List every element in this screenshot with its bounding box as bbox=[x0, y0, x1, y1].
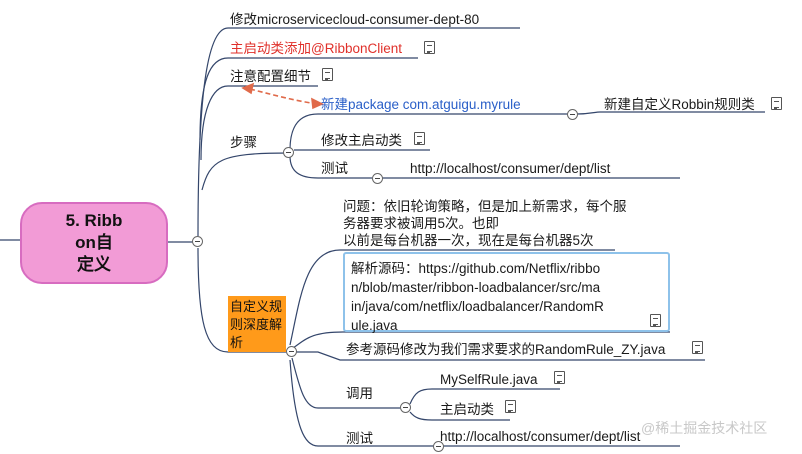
collapse-toggle-new-package[interactable] bbox=[567, 109, 578, 120]
step-test-url[interactable]: http://localhost/consumer/dept/list bbox=[410, 161, 611, 176]
collapse-toggle-deep-dive[interactable] bbox=[286, 346, 297, 357]
connector-source bbox=[292, 331, 670, 349]
deep-dive-invoke[interactable]: 调用 bbox=[346, 386, 373, 401]
connector-deep-dive bbox=[197, 247, 286, 353]
root-label: 5. Ribb on自 定义 bbox=[65, 211, 123, 274]
step-new-package[interactable]: 新建package com.atguigu.myrule bbox=[321, 97, 521, 112]
connector-new-rule bbox=[576, 111, 765, 115]
deep-dive-test-label[interactable]: 测试 bbox=[346, 431, 373, 446]
connector-myselfrule bbox=[409, 388, 560, 405]
note-icon[interactable] bbox=[650, 314, 661, 327]
branch-modify-module[interactable]: 修改microservicecloud-consumer-dept-80 bbox=[230, 12, 480, 27]
connector-modify bbox=[197, 27, 520, 237]
problem-text: 问题：依旧轮询策略，但是加上新需求，每个服 务器要求被调用5次。也即 以前是每台… bbox=[343, 199, 627, 248]
branch-steps[interactable]: 步骤 bbox=[230, 135, 257, 150]
dashed-arrow bbox=[249, 88, 319, 105]
connector-problem bbox=[289, 249, 615, 346]
connector-main-annotation bbox=[199, 57, 418, 141]
step-modify-main[interactable]: 修改主启动类 bbox=[321, 133, 402, 148]
invoke-main-class[interactable]: 主启动类 bbox=[440, 402, 494, 417]
connector-invoke bbox=[291, 357, 400, 409]
connector-config bbox=[200, 85, 318, 161]
collapse-toggle-steps[interactable] bbox=[283, 147, 294, 158]
branch-config-notes[interactable]: 注意配置细节 bbox=[230, 69, 311, 84]
step-test-label[interactable]: 测试 bbox=[321, 161, 348, 176]
connector-mainclass bbox=[409, 411, 510, 421]
note-icon[interactable] bbox=[414, 132, 425, 145]
source-text: 解析源码：https://github.com/Netflix/ribbo n/… bbox=[351, 261, 604, 333]
collapse-toggle-root[interactable] bbox=[192, 236, 203, 247]
root-node[interactable]: 5. Ribb on自 定义 bbox=[20, 202, 168, 284]
arrow-head-right bbox=[311, 97, 324, 110]
arrow-head-left bbox=[241, 82, 255, 95]
note-icon[interactable] bbox=[771, 97, 782, 110]
watermark: @稀土掘金技术社区 bbox=[641, 420, 768, 436]
deep-dive-label: 自定义规 则深度解 析 bbox=[230, 299, 283, 350]
collapse-toggle-test[interactable] bbox=[372, 173, 383, 184]
note-icon[interactable] bbox=[322, 68, 333, 81]
connector-test-steps bbox=[289, 155, 372, 179]
note-icon[interactable] bbox=[424, 41, 435, 54]
connector-new-package bbox=[289, 113, 572, 151]
collapse-toggle-invoke[interactable] bbox=[400, 402, 411, 413]
invoke-myselfrule[interactable]: MySelfRule.java bbox=[440, 372, 538, 387]
note-icon[interactable] bbox=[505, 400, 516, 413]
note-icon[interactable] bbox=[554, 371, 565, 384]
step-new-rule-class[interactable]: 新建自定义Robbin规则类 bbox=[604, 97, 755, 112]
branch-deep-dive[interactable]: 自定义规 则深度解 析 bbox=[228, 296, 286, 352]
deep-dive-problem[interactable]: 问题：依旧轮询策略，但是加上新需求，每个服 务器要求被调用5次。也即 以前是每台… bbox=[343, 198, 627, 249]
branch-main-annotation[interactable]: 主启动类添加@RibbonClient bbox=[230, 41, 402, 56]
connector-reference bbox=[295, 351, 705, 361]
connector-test-deep bbox=[289, 359, 438, 447]
connector-steps bbox=[201, 152, 289, 191]
deep-dive-test-url[interactable]: http://localhost/consumer/dept/list bbox=[440, 429, 641, 444]
deep-dive-source-box[interactable]: 解析源码：https://github.com/Netflix/ribbo n/… bbox=[343, 252, 670, 333]
note-icon[interactable] bbox=[692, 341, 703, 354]
collapse-toggle-test-deep[interactable] bbox=[433, 441, 444, 452]
deep-dive-reference[interactable]: 参考源码修改为我们需求要求的RandomRule_ZY.java bbox=[346, 342, 666, 357]
